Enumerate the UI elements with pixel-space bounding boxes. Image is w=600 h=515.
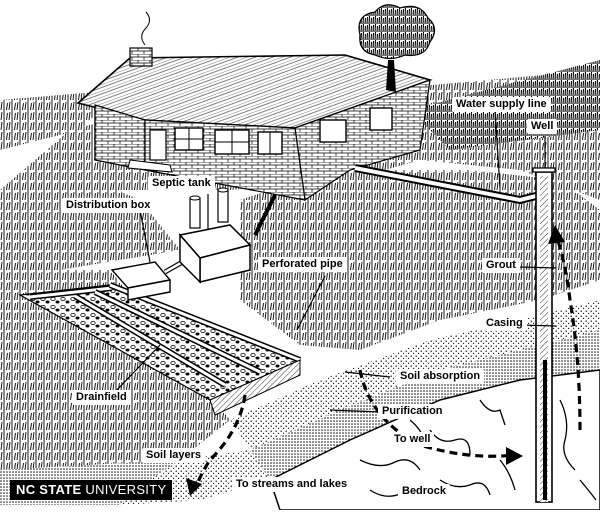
label-purification: Purification <box>378 404 447 419</box>
label-soil-absorption: Soil absorption <box>396 369 485 384</box>
label-drainfield: Drainfield <box>72 390 131 405</box>
label-bedrock: Bedrock <box>398 484 451 499</box>
label-soil-layers: Soil layers <box>142 448 206 463</box>
label-grout: Grout <box>482 258 520 273</box>
label-well: Well <box>527 119 558 134</box>
label-perforated-pipe: Perforated pipe <box>258 257 347 272</box>
label-casing: Casing <box>482 316 527 331</box>
label-to-well: To well <box>390 432 435 447</box>
label-to-streams-and-lakes: To streams and lakes <box>232 477 352 492</box>
logo-strong-text: NC STATE <box>16 482 82 497</box>
nc-state-university-logo: NC STATE UNIVERSITY <box>10 480 173 500</box>
label-septic-tank: Septic tank <box>148 176 215 191</box>
logo-light-text: UNIVERSITY <box>81 482 167 497</box>
label-water-supply-line: Water supply line <box>452 97 551 112</box>
label-distribution-box: Distribution box <box>62 198 155 213</box>
